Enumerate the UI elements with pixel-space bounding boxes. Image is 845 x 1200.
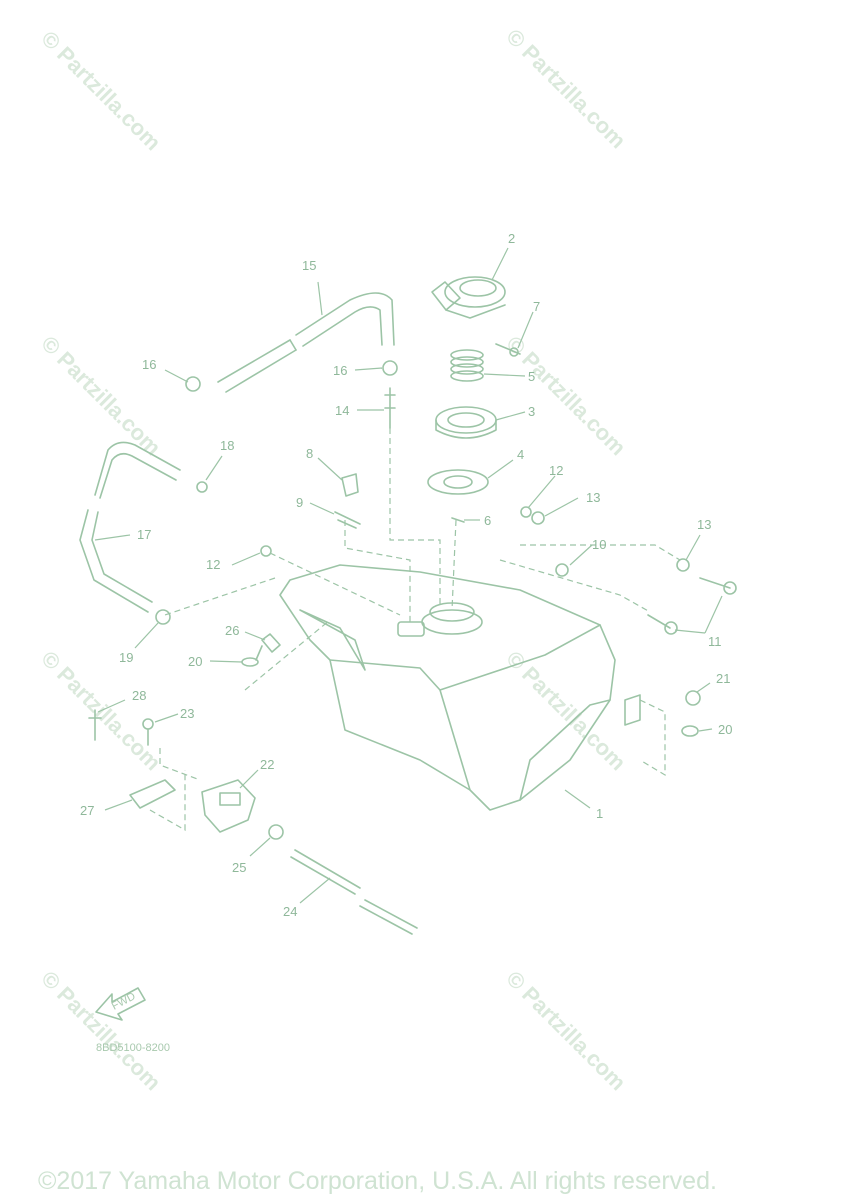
part-bolt-11 [647,577,737,635]
part-seal [435,406,497,439]
part-clamp-25 [268,824,284,840]
part-screw-9 [334,511,361,529]
callout-12b: 12 [206,557,220,572]
diagram-code: 8BD5100-8200 [96,1042,170,1054]
callout-8: 8 [306,446,313,461]
callout-2: 2 [508,231,515,246]
callout-1: 1 [596,806,603,821]
part-fuel-cap [431,276,506,319]
part-fuel-pump-22 [201,779,256,833]
callout-13b: 13 [697,517,711,532]
callout-22: 22 [260,757,274,772]
part-collar-12b [260,545,272,557]
part-rivet-28 [88,709,102,741]
watermark-bottom-right: © Partzilla.com [501,966,630,1095]
watermark-mid-left: © Partzilla.com [36,331,165,460]
copyright-notice: ©2017 Yamaha Motor Corporation, U.S.A. A… [38,1167,717,1195]
watermark-mid-right: © Partzilla.com [501,331,630,460]
callout-5: 5 [528,369,535,384]
callout-19: 19 [119,650,133,665]
part-clamp-19 [155,609,171,625]
part-spring [450,349,484,382]
callout-27: 27 [80,803,94,818]
part-washer-13b [676,558,690,572]
callout-23: 23 [180,706,194,721]
front-arrow-label: FWD [110,990,138,1012]
part-vent-hose [79,441,181,613]
part-screw-6 [451,517,465,523]
callout-16b: 16 [333,363,347,378]
callout-17: 17 [137,527,151,542]
callout-14: 14 [335,403,349,418]
part-cock-8 [341,473,359,497]
callout-3: 3 [528,404,535,419]
part-pin [495,343,521,357]
callout-16a: 16 [142,357,156,372]
callout-18: 18 [220,438,234,453]
callout-20a: 20 [188,654,202,669]
part-washer-20b [681,725,699,737]
callout-4: 4 [517,447,524,462]
part-clamp-16 [185,360,398,392]
part-fuel-hose [290,849,418,935]
part-clamp-18 [196,481,208,493]
watermark-top-left: © Partzilla.com [36,26,165,155]
callout-15: 15 [302,258,316,273]
callout-10: 10 [592,537,606,552]
part-nut-21 [685,690,701,706]
part-plate [427,469,489,495]
callout-24: 24 [283,904,297,919]
part-breather-hose [217,292,395,393]
part-damper-10 [555,563,569,577]
callout-labels: 1 2 3 4 5 6 7 8 9 10 11 12 12 13 13 14 1… [80,231,732,919]
part-bolt-23 [142,718,154,746]
callout-28: 28 [132,688,146,703]
watermark-bottom-left: © Partzilla.com [36,966,165,1095]
watermark-top-right: © Partzilla.com [501,24,630,153]
callout-26: 26 [225,623,239,638]
leader-lines [94,247,723,904]
callout-13a: 13 [586,490,600,505]
part-fuel-tank [279,564,641,811]
callout-25: 25 [232,860,246,875]
part-fitting-14 [384,387,396,429]
part-washer-13a [531,511,545,525]
callout-21: 21 [716,671,730,686]
callout-11: 11 [708,634,722,649]
callout-20b: 20 [718,722,732,737]
part-collar-12a [520,506,532,518]
callout-9: 9 [296,495,303,510]
watermark-lower-right: © Partzilla.com [501,646,630,775]
callout-12a: 12 [549,463,563,478]
watermark-group: © Partzilla.com © Partzilla.com © Partzi… [36,24,630,1095]
callout-7: 7 [533,299,540,314]
part-bracket-27 [129,779,176,809]
part-bolt-26 [255,633,281,661]
callout-6: 6 [484,513,491,528]
